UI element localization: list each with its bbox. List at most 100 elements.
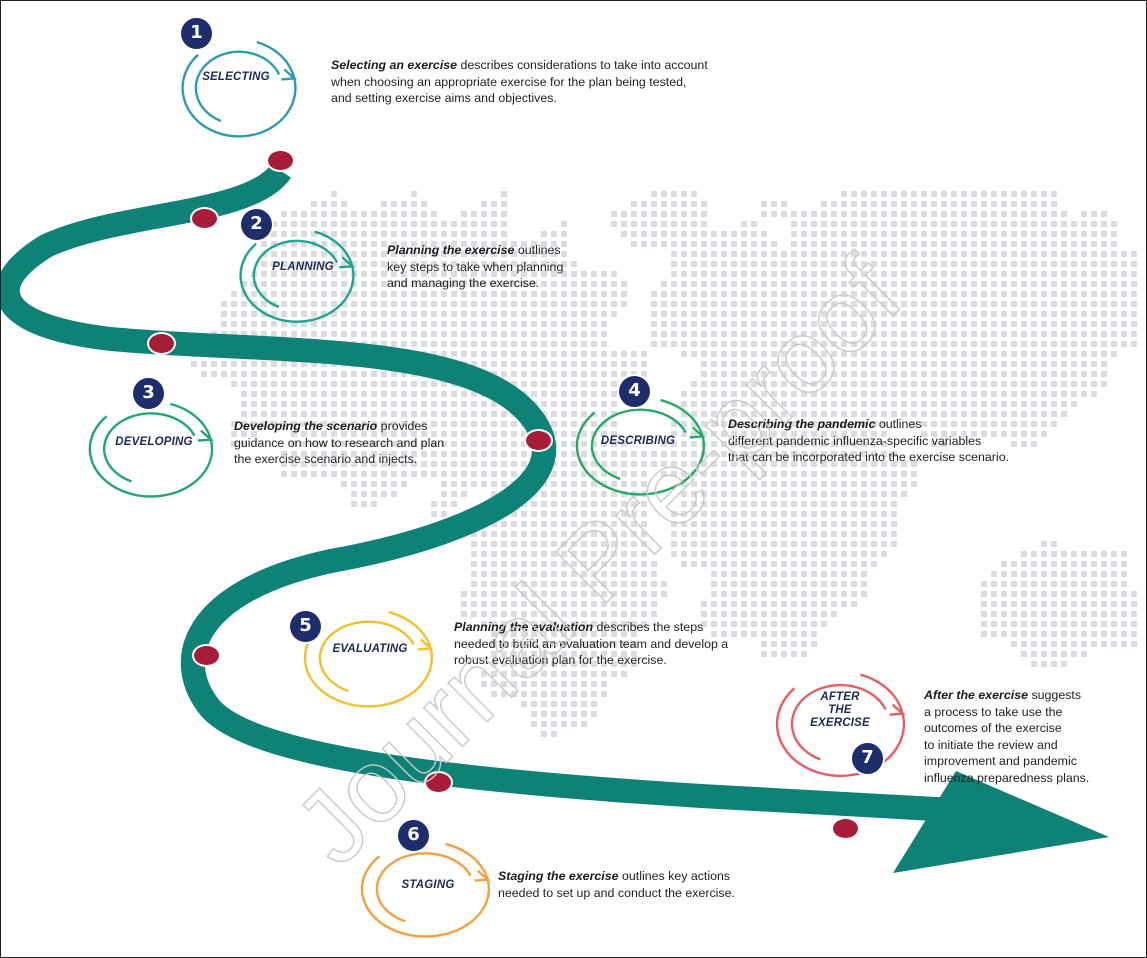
map-dot bbox=[1011, 291, 1017, 297]
step-2-number-badge: 2 bbox=[241, 209, 272, 240]
map-dot bbox=[871, 441, 877, 447]
map-dot bbox=[541, 661, 547, 667]
map-dot bbox=[521, 451, 527, 457]
map-dot bbox=[671, 281, 677, 287]
map-dot bbox=[461, 251, 467, 257]
map-dot bbox=[791, 481, 797, 487]
map-dot bbox=[1061, 411, 1067, 417]
map-dot bbox=[961, 191, 967, 197]
map-dot bbox=[541, 561, 547, 567]
map-dot bbox=[471, 221, 477, 227]
map-dot bbox=[331, 291, 337, 297]
map-dot bbox=[861, 301, 867, 307]
map-dot bbox=[721, 631, 727, 637]
map-dot bbox=[941, 291, 947, 297]
map-dot bbox=[681, 471, 687, 477]
map-dot bbox=[371, 381, 377, 387]
map-dot bbox=[941, 331, 947, 337]
map-dot bbox=[361, 221, 367, 227]
map-dot bbox=[771, 421, 777, 427]
map-dot bbox=[681, 511, 687, 517]
map-dot bbox=[521, 631, 527, 637]
map-dot bbox=[251, 331, 257, 337]
map-dot bbox=[921, 371, 927, 377]
map-dot bbox=[1021, 271, 1027, 277]
map-dot bbox=[931, 261, 937, 267]
map-dot bbox=[1041, 611, 1047, 617]
map-dot bbox=[351, 461, 357, 467]
map-dot bbox=[421, 281, 427, 287]
map-dot bbox=[541, 531, 547, 537]
map-dot bbox=[1111, 291, 1117, 297]
map-dot bbox=[781, 361, 787, 367]
map-dot bbox=[571, 321, 577, 327]
map-dot bbox=[731, 301, 737, 307]
map-dot bbox=[851, 591, 857, 597]
map-dot bbox=[801, 471, 807, 477]
map-dot bbox=[691, 421, 697, 427]
map-dot bbox=[691, 521, 697, 527]
map-dot bbox=[341, 311, 347, 317]
map-dot bbox=[851, 251, 857, 257]
map-dot bbox=[391, 271, 397, 277]
map-dot bbox=[1091, 371, 1097, 377]
map-dot bbox=[601, 541, 607, 547]
map-dot bbox=[1031, 601, 1037, 607]
map-dot bbox=[831, 501, 837, 507]
map-dot bbox=[701, 531, 707, 537]
map-dot bbox=[341, 261, 347, 267]
map-dot bbox=[641, 241, 647, 247]
map-dot bbox=[761, 251, 767, 257]
map-dot bbox=[811, 361, 817, 367]
map-dot bbox=[751, 601, 757, 607]
map-dot bbox=[481, 421, 487, 427]
map-dot bbox=[1041, 241, 1047, 247]
map-dot bbox=[421, 321, 427, 327]
map-dot bbox=[861, 391, 867, 397]
map-dot bbox=[611, 591, 617, 597]
map-dot bbox=[1031, 591, 1037, 597]
map-dot bbox=[571, 551, 577, 557]
map-dot bbox=[871, 371, 877, 377]
map-dot bbox=[671, 231, 677, 237]
map-dot bbox=[691, 261, 697, 267]
map-dot bbox=[991, 591, 997, 597]
map-dot bbox=[551, 381, 557, 387]
map-dot bbox=[701, 261, 707, 267]
map-dot bbox=[971, 421, 977, 427]
map-dot bbox=[721, 351, 727, 357]
map-dot bbox=[851, 311, 857, 317]
map-dot bbox=[771, 301, 777, 307]
map-dot bbox=[681, 311, 687, 317]
map-dot bbox=[1031, 441, 1037, 447]
map-dot bbox=[751, 341, 757, 347]
map-dot bbox=[721, 481, 727, 487]
map-dot bbox=[561, 391, 567, 397]
map-dot bbox=[631, 211, 637, 217]
map-dot bbox=[861, 291, 867, 297]
map-dot bbox=[281, 311, 287, 317]
step-text: outlines bbox=[878, 417, 922, 431]
map-dot bbox=[501, 281, 507, 287]
map-dot bbox=[701, 501, 707, 507]
map-dot bbox=[271, 291, 277, 297]
map-dot bbox=[861, 441, 867, 447]
map-dot bbox=[721, 491, 727, 497]
map-dot bbox=[1131, 261, 1137, 267]
map-dot bbox=[741, 631, 747, 637]
map-dot bbox=[781, 351, 787, 357]
map-dot bbox=[881, 471, 887, 477]
map-dot bbox=[711, 541, 717, 547]
map-dot bbox=[501, 311, 507, 317]
map-dot bbox=[571, 351, 577, 357]
map-dot bbox=[381, 311, 387, 317]
map-dot bbox=[591, 311, 597, 317]
map-dot bbox=[1011, 381, 1017, 387]
map-dot bbox=[521, 301, 527, 307]
map-dot bbox=[301, 261, 307, 267]
map-dot bbox=[561, 511, 567, 517]
map-dot bbox=[791, 651, 797, 657]
map-dot bbox=[801, 451, 807, 457]
step-title: After the exercise bbox=[924, 688, 1028, 702]
map-dot bbox=[321, 331, 327, 337]
